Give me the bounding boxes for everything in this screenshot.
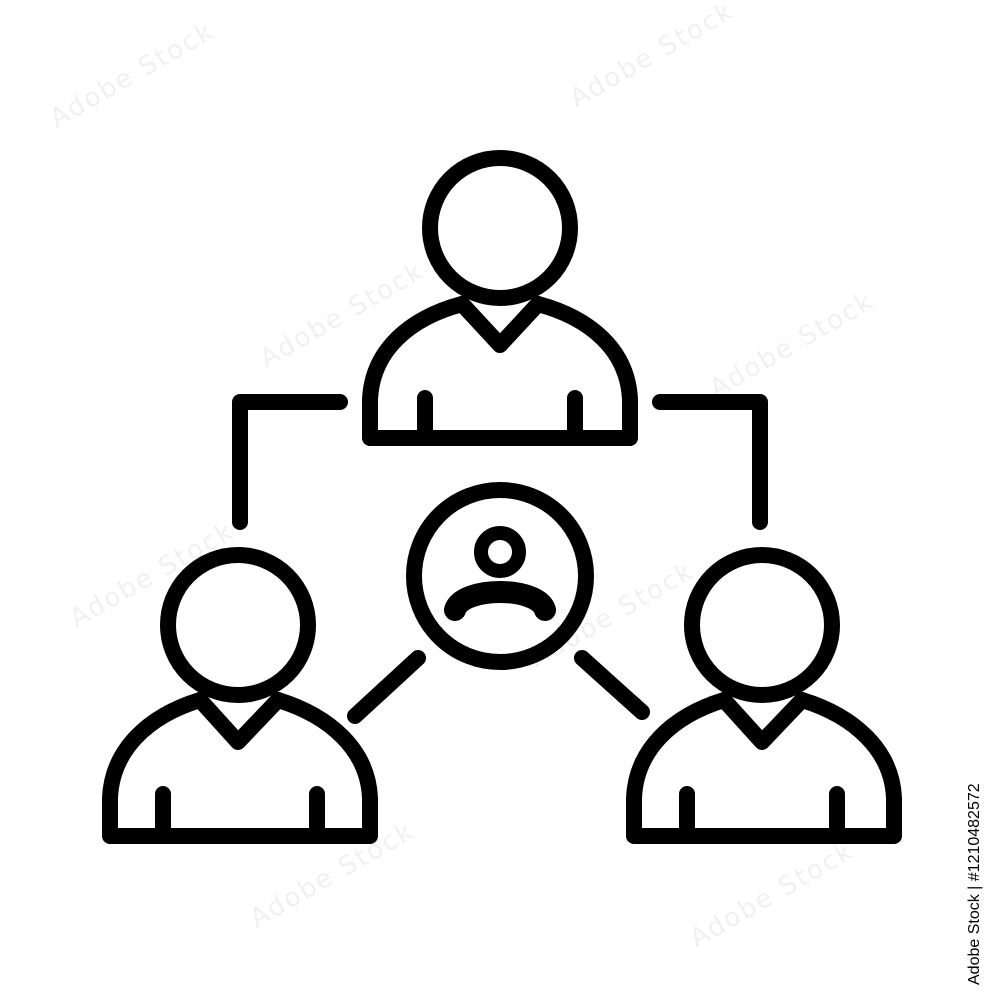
person-top-head xyxy=(422,150,578,306)
center-user-ring xyxy=(406,482,594,670)
person-top-icon xyxy=(362,150,638,446)
person-right-body xyxy=(626,692,902,844)
person-right-collar xyxy=(716,692,810,750)
person-left-collar xyxy=(192,692,286,750)
person-left-body xyxy=(102,692,378,844)
person-top-collar xyxy=(454,296,546,353)
person-left-icon xyxy=(102,547,378,844)
person-left-head xyxy=(160,547,316,703)
center-user-head xyxy=(474,526,526,578)
person-top-body xyxy=(362,296,638,446)
center-user-shoulders xyxy=(444,581,556,621)
person-right-head xyxy=(684,547,840,703)
connector-center-right xyxy=(574,650,650,720)
connector-top-right xyxy=(652,394,768,530)
center-user-icon xyxy=(406,482,594,670)
connector-center-left xyxy=(347,650,426,724)
connector-top-left xyxy=(232,394,348,530)
person-right-icon xyxy=(626,547,902,844)
stock-id-label: Adobe Stock | #1210482572 xyxy=(966,783,983,985)
